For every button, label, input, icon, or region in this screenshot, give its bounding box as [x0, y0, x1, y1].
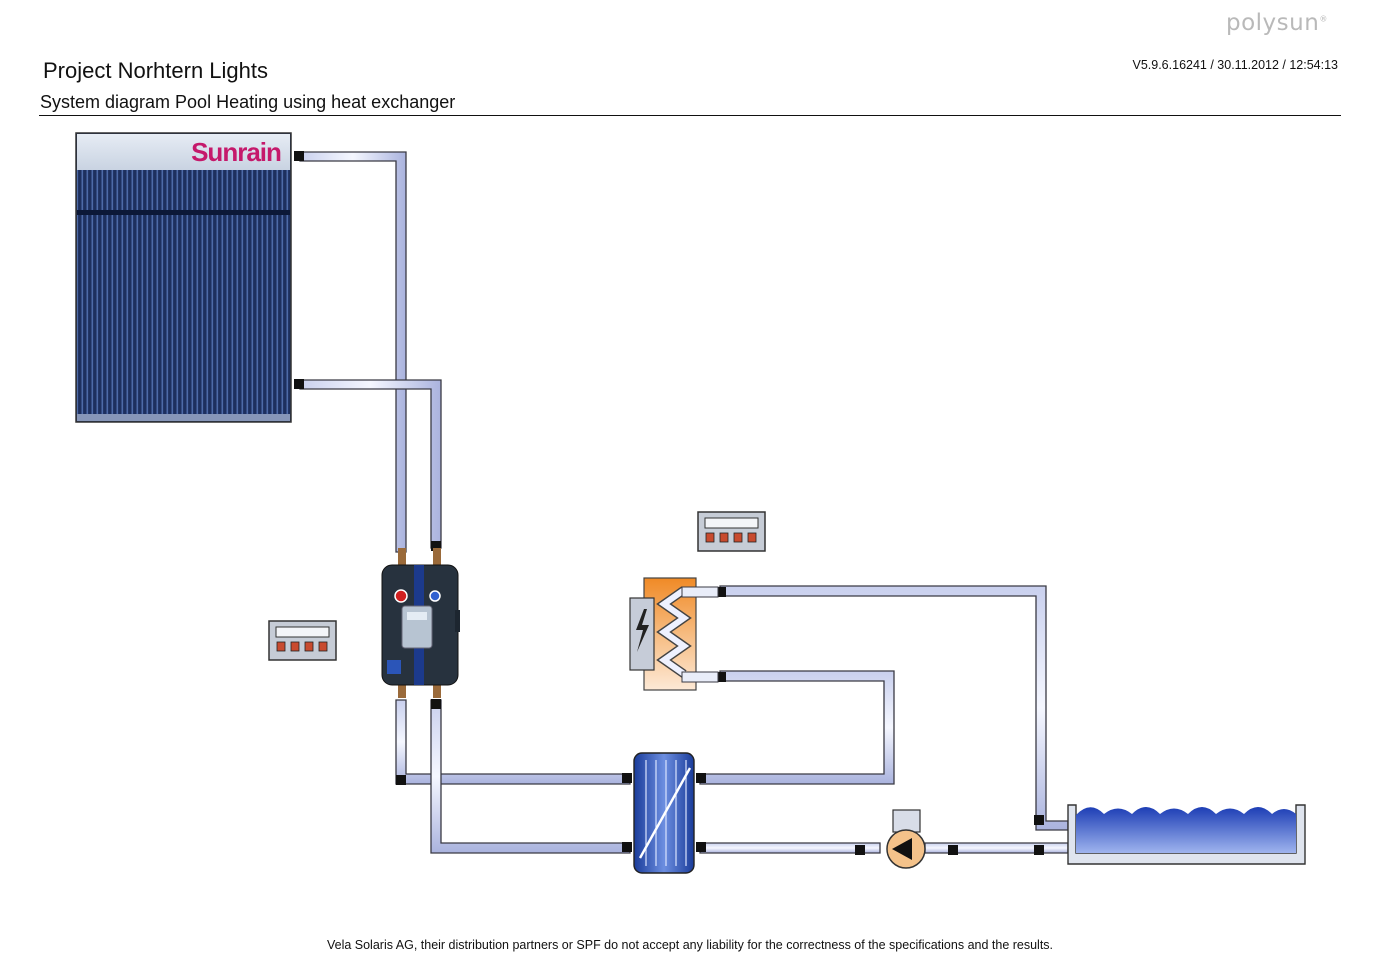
- return-temp-gauge-icon: [429, 590, 441, 602]
- disclaimer-text: Vela Solaris AG, their distribution part…: [326, 938, 1054, 952]
- auxiliary-heater[interactable]: [629, 577, 719, 691]
- swimming-pool[interactable]: [1067, 804, 1306, 865]
- controller-right[interactable]: [697, 511, 766, 552]
- version-timestamp: V5.9.6.16241 / 30.11.2012 / 12:54:13: [1132, 58, 1339, 72]
- pipe-hx-to-heater: [699, 670, 895, 785]
- connection-markers: [294, 151, 1044, 855]
- circulation-pump[interactable]: [886, 809, 926, 869]
- flow-temp-gauge-icon: [394, 589, 408, 603]
- pipe-collector-flow: [299, 151, 407, 553]
- controller-left[interactable]: [268, 620, 337, 661]
- pool-water: [1076, 807, 1296, 853]
- collector-brand-label: Sunrain: [191, 137, 281, 167]
- pipe-network: [299, 151, 1069, 854]
- heat-exchanger[interactable]: [633, 752, 695, 874]
- lightning-icon: [636, 609, 649, 652]
- pipe-pump-to-pool: [924, 842, 1069, 854]
- page-title: Project Norhtern Lights: [43, 58, 268, 83]
- pump-direction-icon: [892, 838, 912, 860]
- solar-pump-station[interactable]: [381, 548, 460, 698]
- pipe-hx-to-pump: [699, 842, 881, 854]
- diagram-subtitle: System diagram Pool Heating using heat e…: [40, 92, 456, 112]
- header-divider: [39, 115, 1341, 116]
- pipe-collector-return: [299, 379, 442, 549]
- solar-collector[interactable]: Sunrain: [75, 132, 292, 423]
- polysun-logo: polysun®: [1226, 10, 1328, 36]
